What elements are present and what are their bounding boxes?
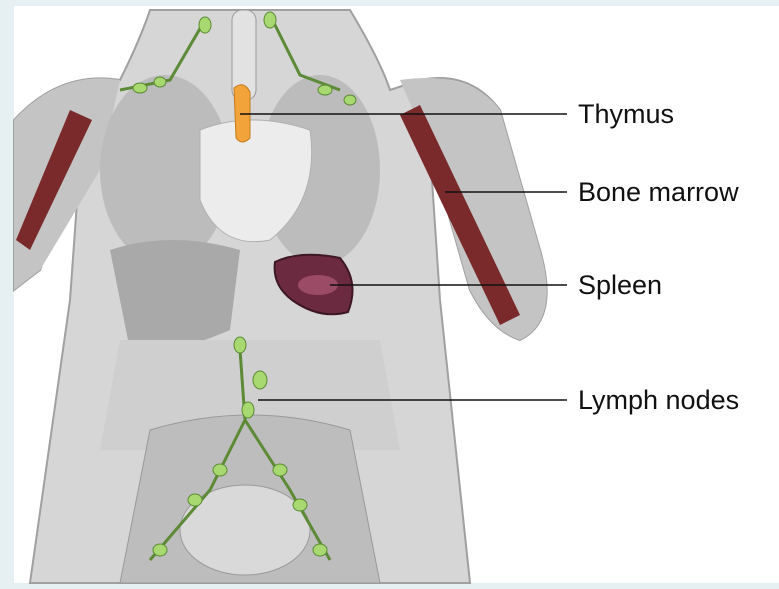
lymph-nodes-label: Lymph nodes xyxy=(578,387,739,414)
bone-marrow-label: Bone marrow xyxy=(578,179,739,206)
thymus-label: Thymus xyxy=(578,101,674,128)
spleen-label: Spleen xyxy=(578,272,662,299)
